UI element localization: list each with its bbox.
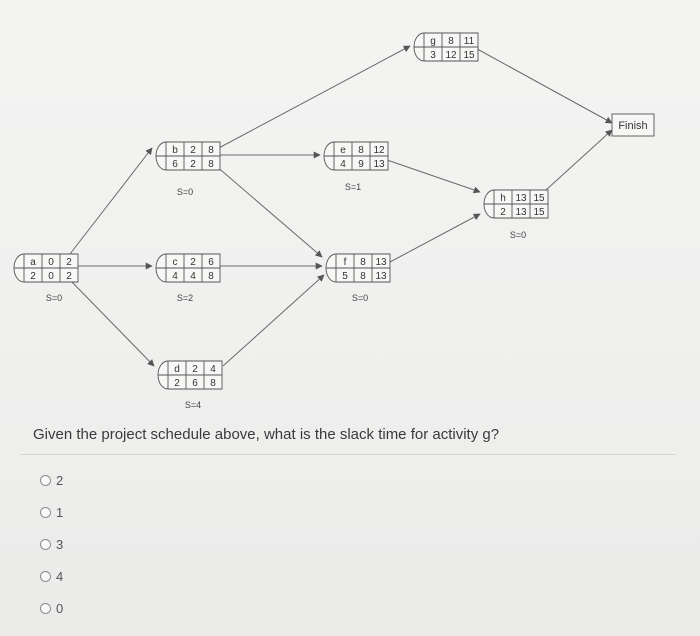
option-1[interactable]: 2	[40, 470, 63, 490]
radio-button[interactable]	[40, 506, 51, 518]
node-cell: 8	[208, 159, 214, 170]
radio-button[interactable]	[40, 602, 51, 614]
node-cell: 8	[210, 378, 216, 389]
option-2[interactable]: 1	[40, 502, 63, 522]
node-cell: d	[174, 364, 180, 375]
activity-node-c: c 2 6 4 4 8	[155, 253, 221, 283]
node-cell: 6	[192, 378, 198, 389]
node-cell: 2	[190, 257, 196, 268]
node-cell: 6	[172, 159, 178, 170]
arrow-h-finish	[545, 129, 613, 191]
node-cell: 13	[375, 271, 387, 282]
node-cell: 4	[172, 271, 178, 282]
node-cell: 12	[373, 145, 385, 156]
node-cell: 2	[190, 159, 196, 170]
node-cell: 9	[358, 159, 364, 170]
arrow-a-d	[69, 279, 155, 367]
node-cell: h	[500, 193, 506, 204]
node-cell: a	[30, 257, 36, 268]
arrow-g-finish	[469, 44, 613, 124]
node-cell: 8	[208, 271, 214, 282]
radio-button[interactable]	[40, 570, 51, 582]
option-label: 3	[56, 536, 64, 552]
activity-node-h: h 13 15 2 13 15	[483, 189, 549, 219]
node-cell: 8	[360, 257, 366, 268]
finish-box: Finish	[611, 113, 655, 137]
node-cell: 0	[48, 257, 54, 268]
node-cell: 2	[66, 257, 72, 268]
arrow-b-g	[214, 45, 411, 151]
activity-node-d: d 2 4 2 6 8	[157, 360, 223, 390]
slack-label-c: S=2	[177, 293, 193, 303]
node-cell: 15	[463, 50, 475, 61]
finish-label: Finish	[618, 120, 647, 132]
option-label: 1	[56, 504, 64, 520]
activity-node-g: g 8 11 3 12 15	[413, 32, 479, 62]
arrow-b-f	[214, 164, 323, 258]
radio-button[interactable]	[40, 474, 51, 486]
node-cell: 8	[358, 145, 364, 156]
slack-label-b: S=0	[177, 187, 193, 197]
node-cell: 2	[190, 145, 196, 156]
node-cell: 13	[375, 257, 387, 268]
node-cell: 4	[190, 271, 196, 282]
question-text: Given the project schedule above, what i…	[33, 426, 500, 443]
option-3[interactable]: 3	[40, 534, 63, 554]
node-cell: 2	[66, 271, 72, 282]
node-cell: 8	[208, 145, 214, 156]
node-cell: 11	[464, 36, 475, 47]
slack-label-e: S=1	[345, 182, 361, 192]
arrow-e-h	[386, 159, 481, 194]
arrow-d-f	[222, 274, 325, 367]
radio-button[interactable]	[40, 538, 51, 550]
node-cell: g	[430, 36, 436, 47]
slack-label-h: S=0	[510, 230, 526, 240]
node-cell: 5	[342, 271, 348, 282]
node-cell: 15	[533, 207, 545, 218]
node-cell: 2	[192, 364, 198, 375]
node-cell: 13	[515, 207, 527, 218]
option-4[interactable]: 4	[40, 566, 63, 586]
option-5[interactable]: 0	[40, 598, 63, 618]
node-cell: 8	[360, 271, 366, 282]
arrow-a-b	[69, 147, 153, 255]
node-cell: 6	[208, 257, 214, 268]
node-cell: f	[344, 257, 347, 268]
divider	[20, 454, 676, 455]
node-cell: 4	[340, 159, 346, 170]
node-cell: c	[173, 257, 178, 268]
node-cell: 8	[448, 36, 454, 47]
node-cell: 2	[500, 207, 506, 218]
option-label: 0	[56, 600, 64, 616]
arrow-f-h	[389, 213, 481, 263]
option-label: 4	[56, 568, 64, 584]
node-cell: 4	[210, 364, 216, 375]
node-cell: 2	[30, 271, 36, 282]
node-cell: 13	[515, 193, 527, 204]
node-cell: b	[172, 145, 178, 156]
node-cell: 2	[174, 378, 180, 389]
node-cell: 15	[533, 193, 545, 204]
slack-label-f: S=0	[352, 293, 368, 303]
node-cell: 12	[445, 50, 457, 61]
activity-node-f: f 8 13 5 8 13	[325, 253, 391, 283]
slack-label-d: S=4	[185, 400, 201, 410]
node-cell: e	[340, 145, 346, 156]
slack-label-a: S=0	[46, 293, 62, 303]
activity-node-b: b 2 8 6 2 8	[155, 141, 221, 171]
activity-node-e: e 8 12 4 9 13	[323, 141, 389, 171]
activity-node-a: a 0 2 2 0 2	[13, 253, 79, 283]
node-cell: 3	[430, 50, 436, 61]
node-cell: 0	[48, 271, 54, 282]
node-cell: 13	[373, 159, 385, 170]
option-label: 2	[56, 472, 64, 488]
